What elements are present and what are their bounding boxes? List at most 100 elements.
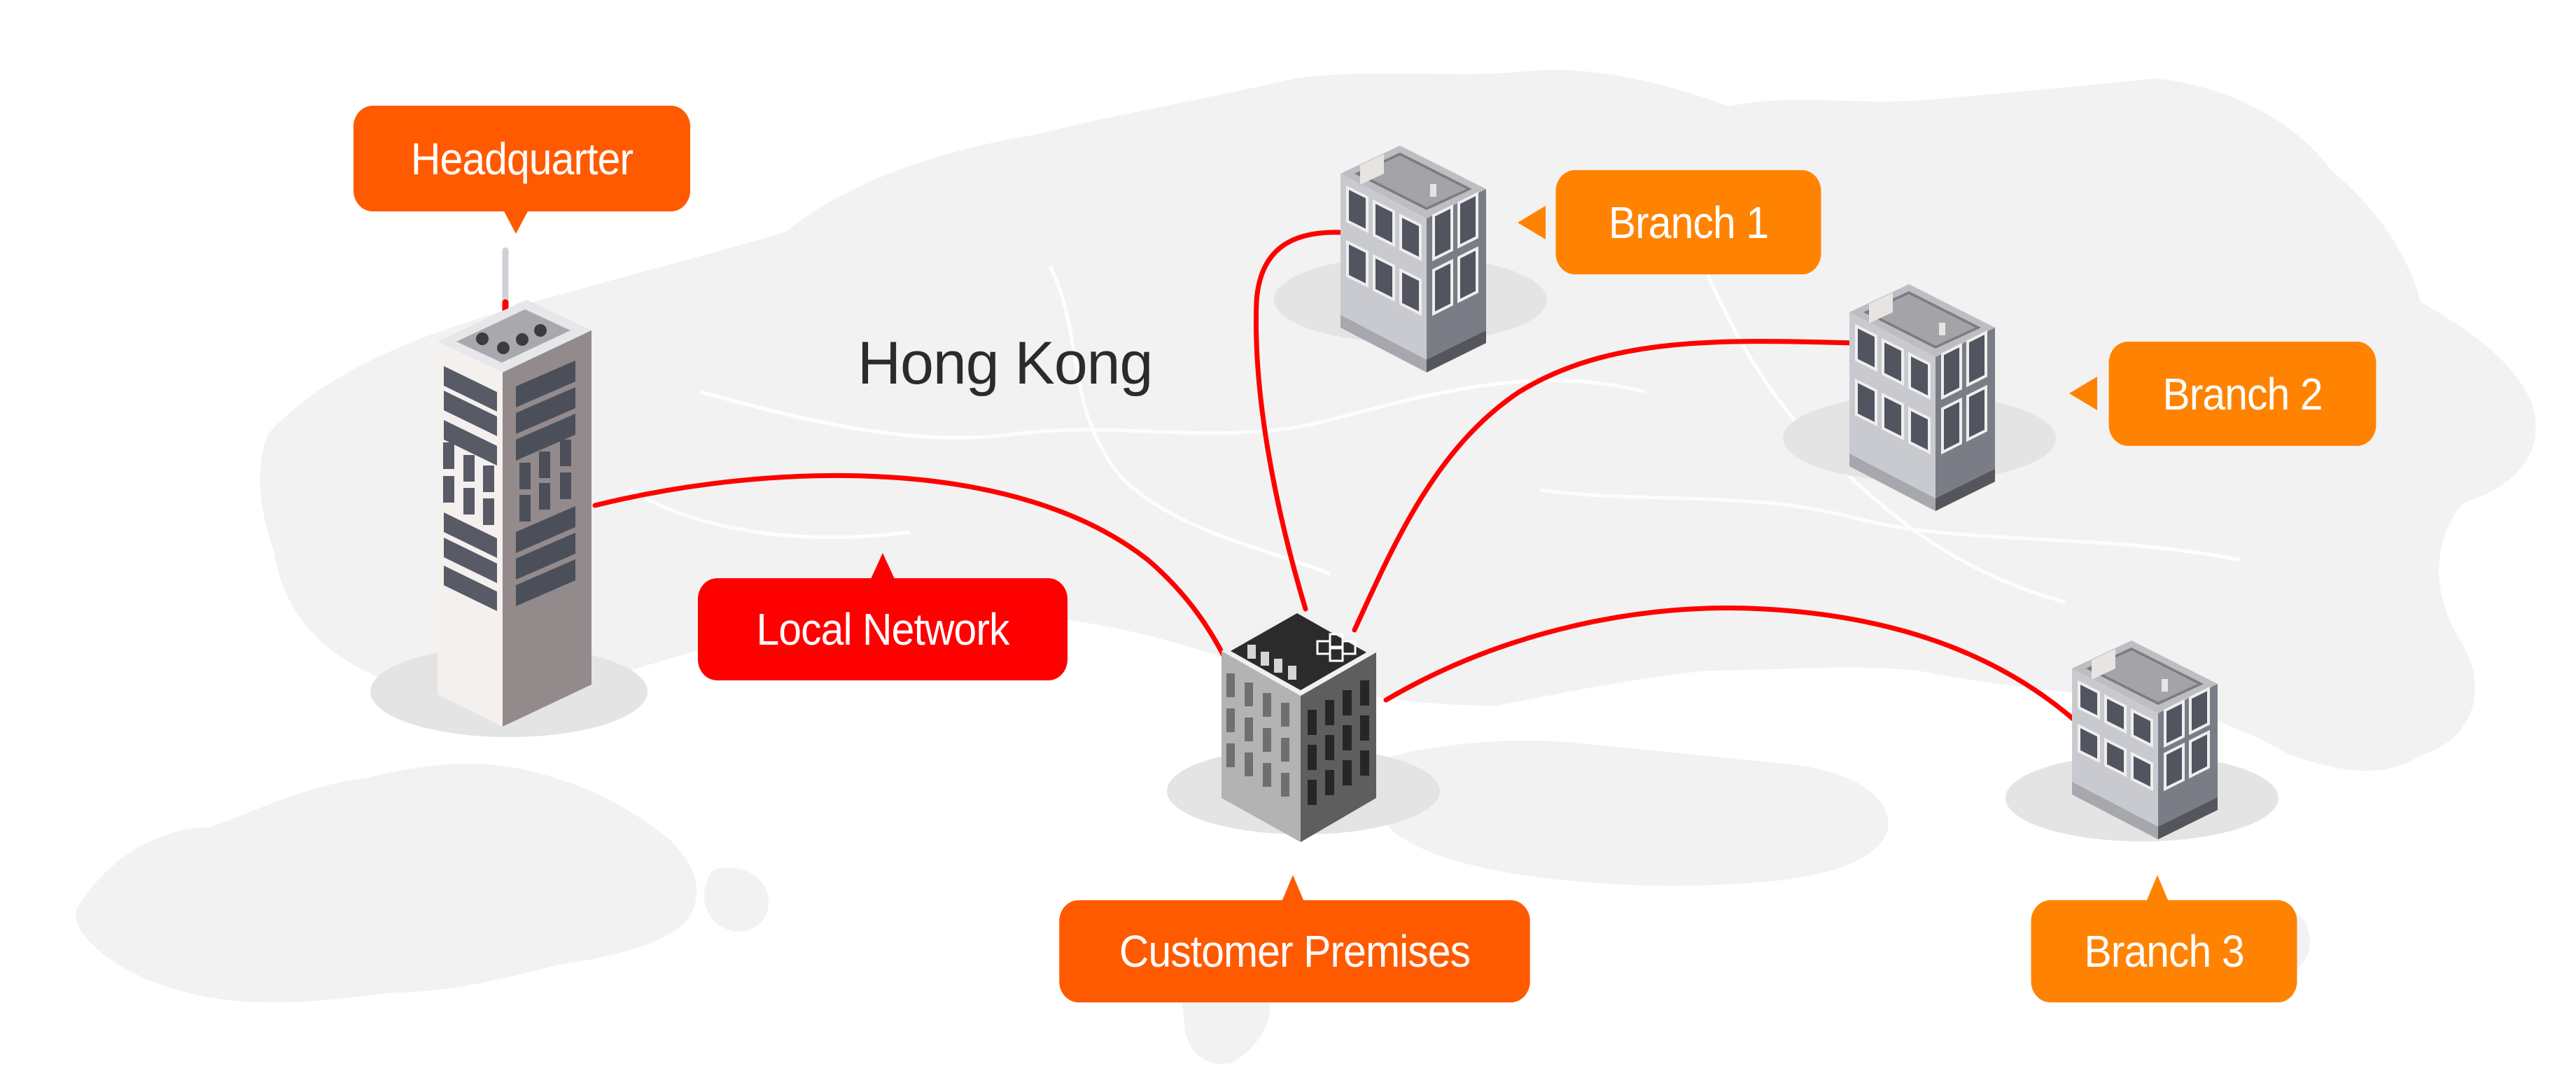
local-network-label-text: Local Network (756, 604, 1009, 654)
window (1308, 780, 1317, 805)
window (1346, 239, 1368, 288)
link-headquarter-to-customer-premises (592, 472, 1235, 675)
window (483, 465, 494, 492)
callout-pointer (2069, 377, 2097, 410)
window (2078, 723, 2100, 764)
right-facade (1301, 652, 1376, 842)
roof-unit (2092, 649, 2115, 680)
link-customer-premises-to-branch-2 (1352, 339, 1858, 633)
callout-pointer (2146, 875, 2169, 902)
window (463, 455, 475, 482)
window (1226, 743, 1235, 767)
roof-chimney (1430, 184, 1436, 197)
branch-2-label-text: Branch 2 (2162, 368, 2323, 419)
map-district-boundary (699, 379, 1646, 440)
branch-3-building (2005, 640, 2278, 841)
window-band (444, 566, 497, 611)
window (1966, 330, 1987, 388)
window (2164, 699, 2185, 748)
window (2104, 737, 2127, 778)
base-band (1340, 315, 1427, 372)
roof-unit (1288, 666, 1296, 680)
window (2104, 694, 2127, 734)
window-band (516, 387, 575, 434)
window (1908, 351, 1931, 400)
window (1263, 693, 1271, 717)
window (539, 451, 550, 478)
window (1281, 773, 1289, 797)
roof-unit (1360, 154, 1384, 185)
roof-vent (1329, 647, 1344, 662)
window (539, 483, 550, 510)
window (519, 495, 531, 522)
window (1432, 258, 1453, 316)
window-band (516, 559, 575, 606)
window (1855, 378, 1877, 427)
window-band (516, 533, 575, 580)
window (1360, 715, 1369, 741)
window (1399, 213, 1422, 262)
window (1343, 760, 1352, 785)
window (1263, 728, 1271, 752)
roof-vent (516, 333, 528, 346)
link-customer-premises-to-branch-1 (1253, 230, 1343, 612)
roof-floor (1869, 294, 1975, 346)
window (483, 498, 494, 525)
window (1855, 323, 1877, 372)
window (1457, 246, 1478, 304)
window (1308, 710, 1317, 735)
window (443, 442, 454, 469)
window (2189, 729, 2210, 779)
roof-inset (1231, 613, 1366, 690)
window (1325, 700, 1334, 725)
window (519, 463, 531, 489)
roof-floor (2092, 650, 2198, 702)
window-band (516, 506, 575, 553)
window (1360, 680, 1369, 706)
region-label: Hong Kong (858, 330, 1153, 397)
branch-2-building (1783, 284, 2056, 511)
window (2131, 708, 2153, 748)
window (560, 440, 571, 466)
headquarter-label-text: Headquarter (410, 133, 634, 184)
branch-1-label-text: Branch 1 (1608, 197, 1769, 248)
roof-vent (497, 342, 510, 354)
roof-unit (1261, 652, 1269, 666)
window (1343, 725, 1352, 750)
window-band (444, 512, 497, 558)
window (1346, 185, 1368, 234)
window-band (516, 414, 575, 461)
window (443, 476, 454, 503)
window (2164, 742, 2185, 792)
window (1882, 392, 1904, 441)
window (1226, 673, 1235, 697)
roof-unit (1869, 293, 1893, 323)
window (1281, 703, 1289, 727)
base-band (1935, 469, 1995, 511)
window-band (516, 360, 575, 407)
map-district-boundary (629, 488, 911, 539)
base-band (1427, 330, 1486, 372)
branch-1-label: Branch 1 (1555, 170, 1821, 274)
window-band (444, 420, 497, 465)
roof-vent (534, 324, 547, 337)
branch-1-building (1274, 146, 1547, 372)
map-lantau-island (73, 761, 700, 1006)
window (1882, 337, 1904, 386)
roof-floor (1360, 155, 1466, 207)
window (2189, 686, 2210, 736)
window (560, 472, 571, 499)
window (1245, 682, 1253, 706)
map-hong-kong-island (1369, 738, 1892, 889)
window (2131, 751, 2153, 792)
headquarter-label: Headquarter (353, 106, 691, 211)
link-customer-premises-to-branch-3 (1383, 606, 2078, 724)
roof-vent (476, 332, 489, 345)
window (1360, 750, 1369, 776)
window-band (444, 391, 497, 436)
base-band (2158, 797, 2218, 839)
window (2078, 680, 2100, 720)
